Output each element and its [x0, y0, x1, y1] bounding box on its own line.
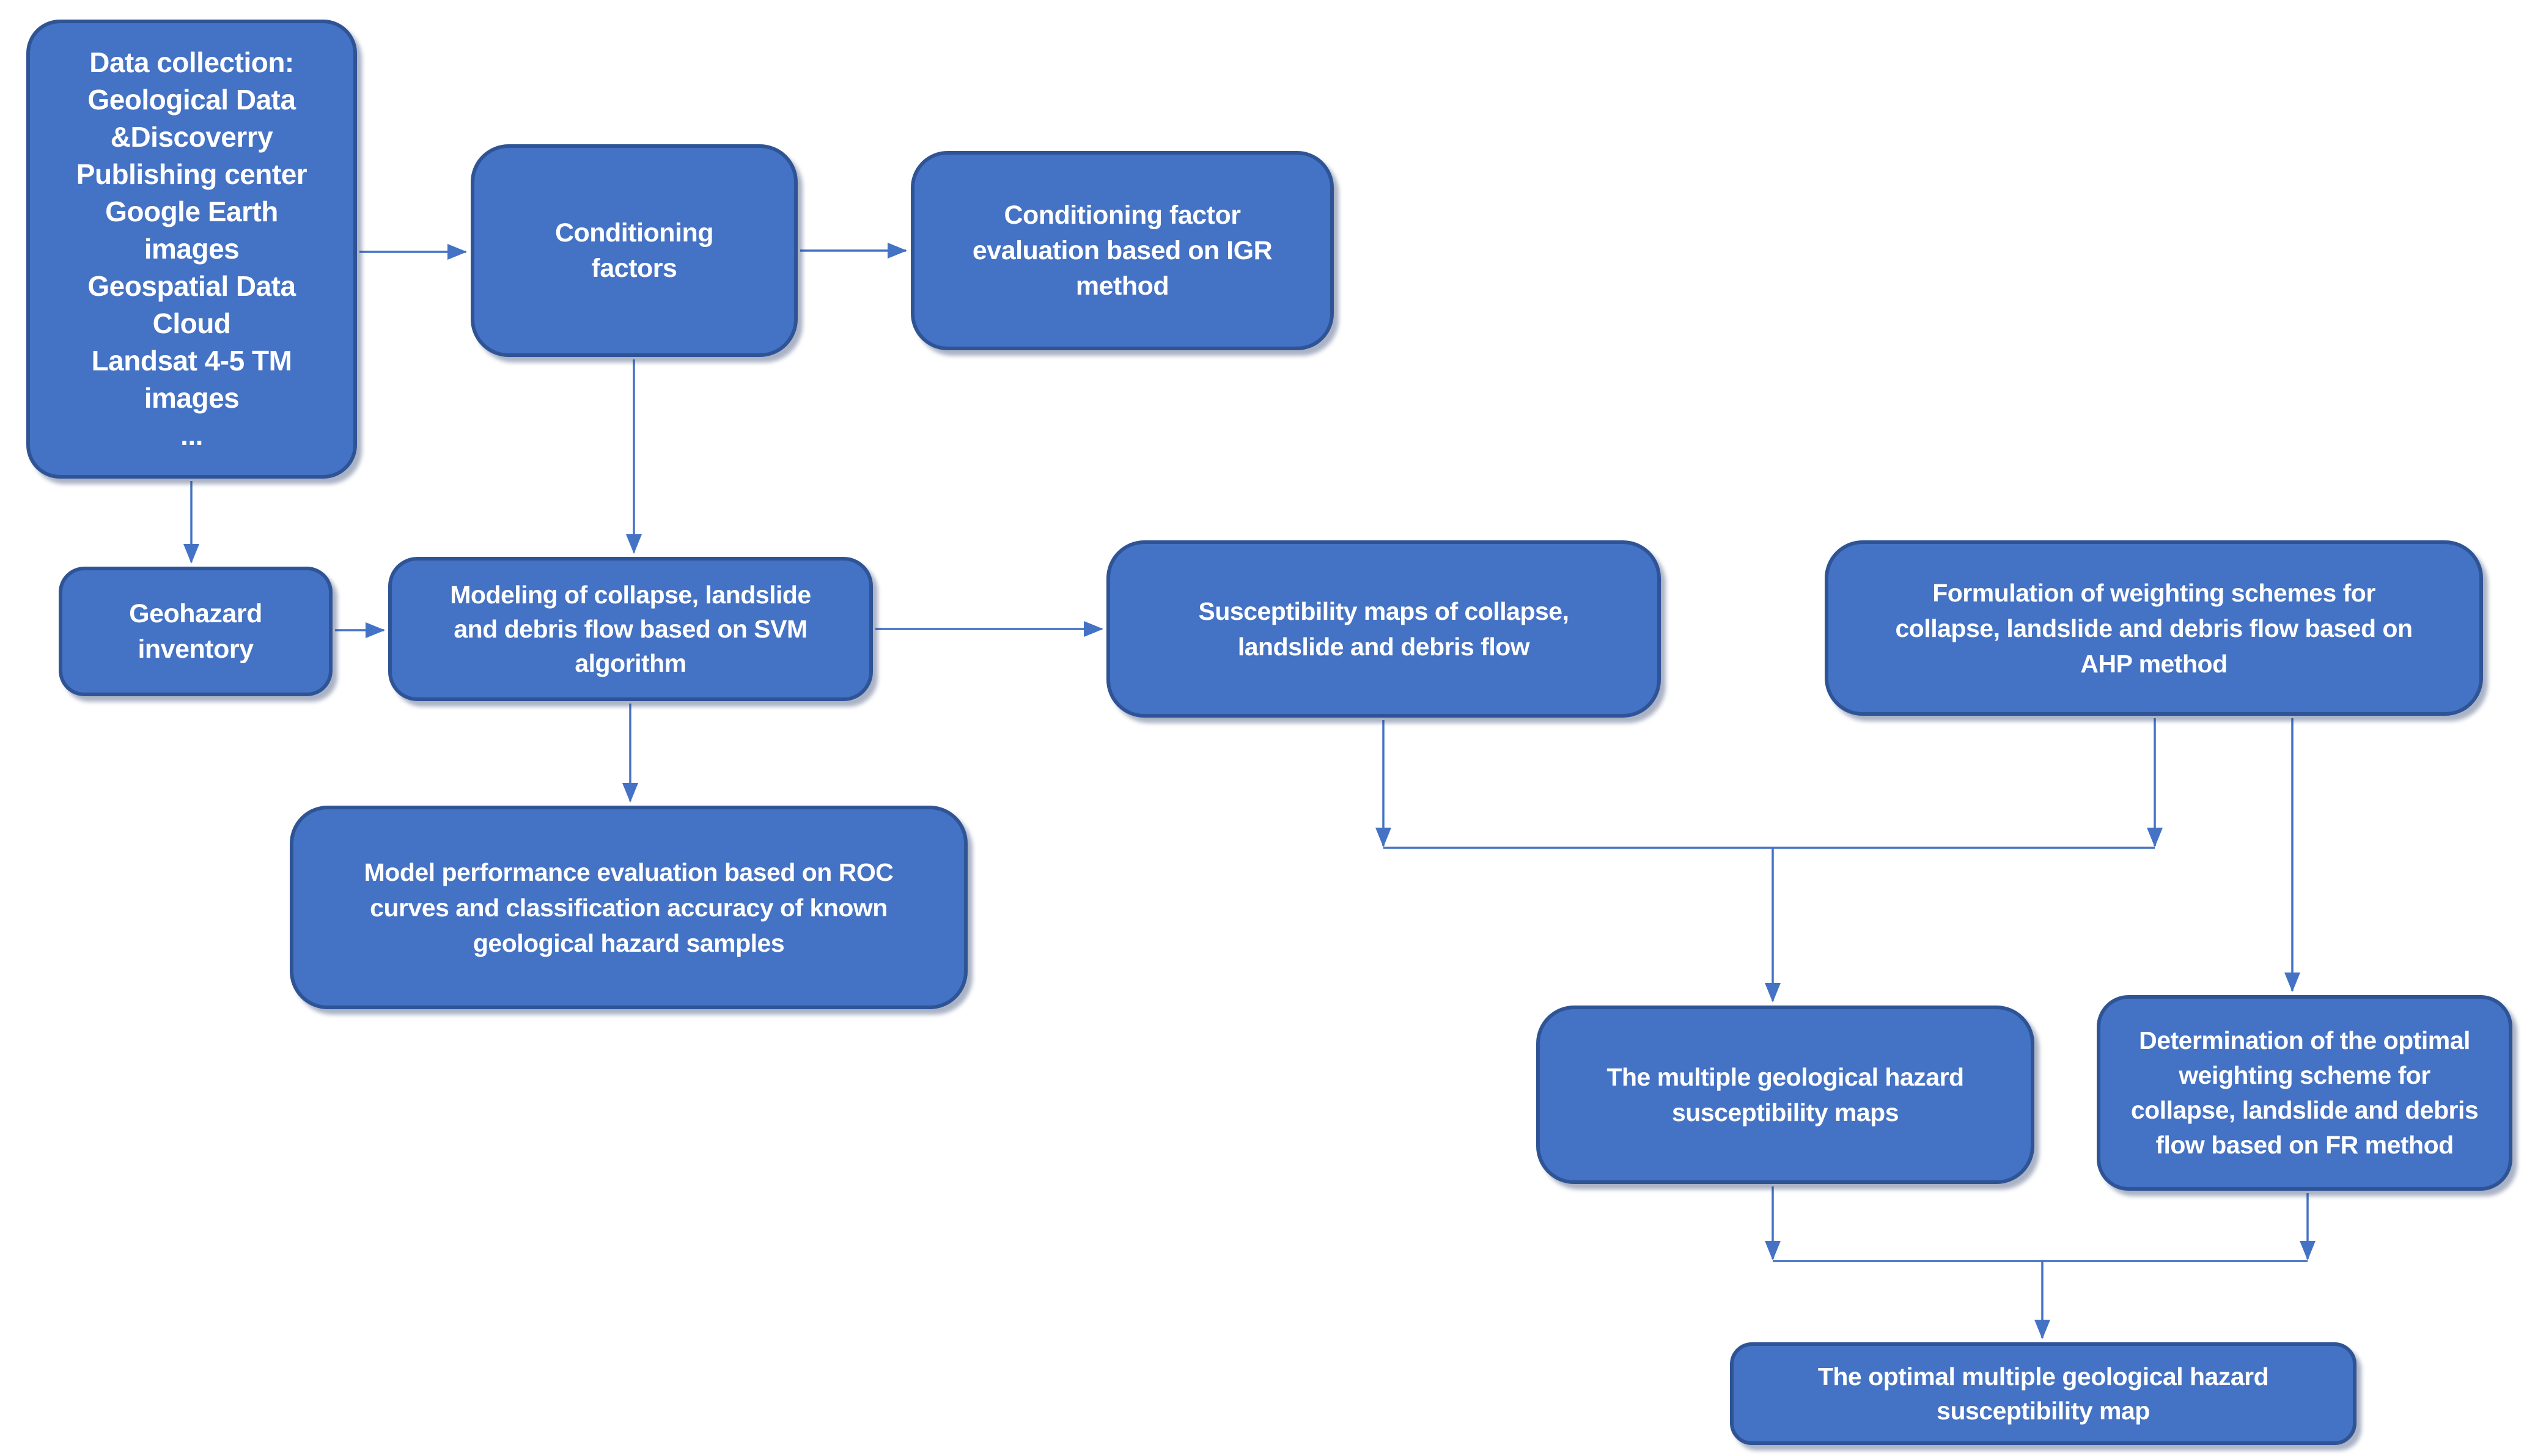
flow-node-roc-evaluation: Model performance evaluation based on RO… — [290, 806, 968, 1009]
flow-node-data-collection: Data collection: Geological Data &Discov… — [26, 20, 357, 479]
flow-node-optimal-map: The optimal multiple geological hazard s… — [1730, 1342, 2357, 1445]
flow-node-igr-evaluation: Conditioning factor evaluation based on … — [911, 151, 1334, 350]
flow-node-svm-modeling: Modeling of collapse, landslide and debr… — [388, 557, 873, 701]
flow-node-label-igr-evaluation: Conditioning factor evaluation based on … — [972, 200, 1273, 301]
flow-node-susceptibility-maps: Susceptibility maps of collapse, landsli… — [1106, 540, 1661, 718]
flow-node-label-susceptibility-maps: Susceptibility maps of collapse, landsli… — [1198, 597, 1569, 661]
flow-node-conditioning-factors: Conditioning factors — [471, 144, 798, 357]
flow-node-multiple-hazard-maps: The multiple geological hazard susceptib… — [1536, 1006, 2034, 1184]
flow-node-label-conditioning-factors: Conditioning factors — [554, 218, 714, 283]
flow-node-label-roc-evaluation: Model performance evaluation based on RO… — [364, 858, 894, 957]
flow-node-label-multiple-hazard-maps: The multiple geological hazard susceptib… — [1606, 1063, 1964, 1127]
flow-node-label-svm-modeling: Modeling of collapse, landslide and debr… — [450, 581, 811, 677]
flow-node-label-data-collection: Data collection: Geological Data &Discov… — [76, 46, 307, 451]
flow-node-label-optimal-map: The optimal multiple geological hazard s… — [1817, 1362, 2269, 1425]
flow-node-label-geohazard-inventory: Geohazard inventory — [129, 599, 262, 664]
flow-node-fr-optimal-weighting: Determination of the optimal weighting s… — [2097, 995, 2512, 1191]
flow-node-label-fr-optimal-weighting: Determination of the optimal weighting s… — [2130, 1026, 2479, 1159]
flow-node-label-ahp-weighting: Formulation of weighting schemes for col… — [1895, 578, 2413, 678]
flow-node-geohazard-inventory: Geohazard inventory — [59, 567, 333, 696]
flow-node-ahp-weighting: Formulation of weighting schemes for col… — [1825, 540, 2483, 716]
